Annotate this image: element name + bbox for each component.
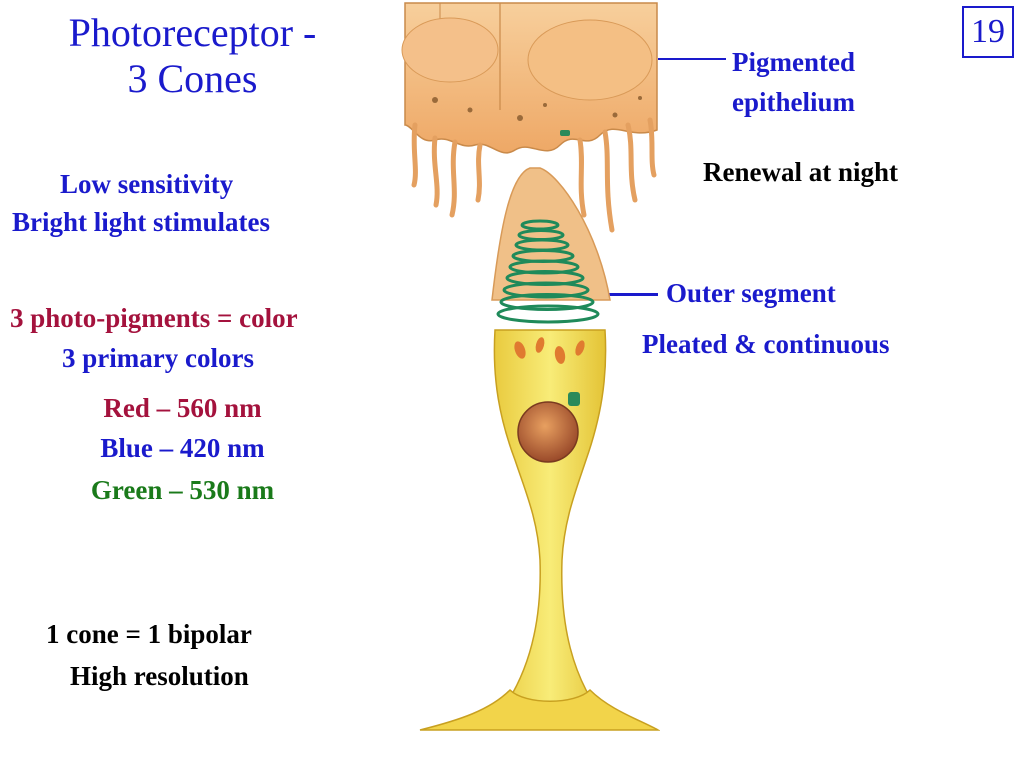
- synaptic-terminal-shape: [419, 688, 660, 731]
- slide-number: 19: [962, 6, 1014, 58]
- inner-segment-shape: [488, 329, 612, 726]
- primary-colors-text: 3 primary colors: [62, 343, 254, 373]
- epithelium-pointer-line: [658, 58, 726, 60]
- epithelium-label: epithelium: [732, 87, 856, 117]
- renewal-at-night-text: Renewal at night: [703, 157, 898, 187]
- low-sensitivity-text: Low sensitivity: [60, 169, 234, 199]
- outer-segment-label: Outer segment: [666, 278, 836, 308]
- blue-wavelength-text: Blue – 420 nm: [100, 433, 265, 463]
- photo-pigments-text: 3 photo-pigments = color: [10, 303, 298, 333]
- outer-segment-pointer-line: [600, 293, 658, 296]
- cone-photoreceptor-illustration: [401, 2, 660, 731]
- epithelium-processes: [411, 117, 657, 233]
- mitochondria: [514, 337, 585, 364]
- pigmented-label: Pigmented: [732, 47, 855, 77]
- golgi-shape: [568, 392, 580, 406]
- outer-segment-sheath: [491, 167, 611, 301]
- bright-light-text: Bright light stimulates: [12, 207, 271, 237]
- nucleus-shape: [517, 401, 579, 463]
- high-resolution-text: High resolution: [70, 661, 249, 691]
- green-wavelength-text: Green – 530 nm: [90, 475, 275, 505]
- pigmented-epithelium-shape: [401, 2, 658, 154]
- pleated-continuous-text: Pleated & continuous: [642, 329, 890, 359]
- outer-segment-coil: [496, 219, 600, 324]
- title-line-2: 3 Cones: [127, 56, 258, 101]
- cone-bipolar-text: 1 cone = 1 bipolar: [46, 619, 252, 649]
- red-wavelength-text: Red – 560 nm: [103, 393, 262, 423]
- slide-title: Photoreceptor - 3 Cones: [0, 10, 385, 102]
- title-line-1: Photoreceptor -: [68, 10, 317, 55]
